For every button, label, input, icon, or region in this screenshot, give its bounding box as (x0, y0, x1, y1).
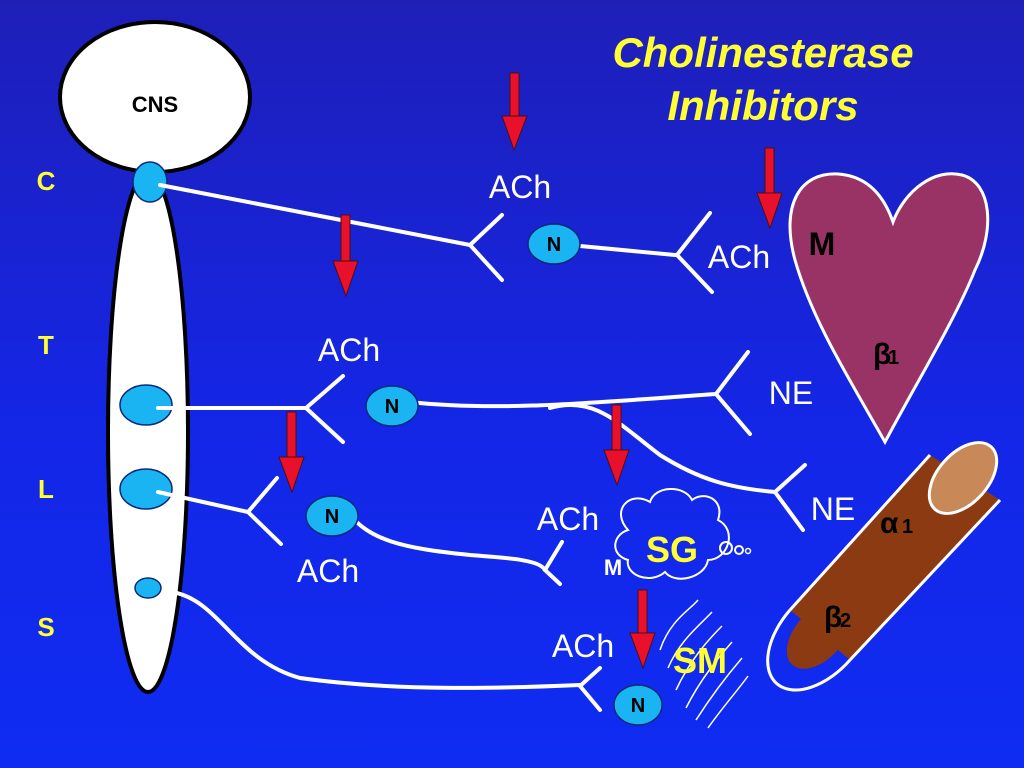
alpha1-symbol: α (880, 507, 899, 540)
ganglion-n-s: N (613, 684, 663, 726)
muscle-cylinder-outline (788, 453, 1002, 662)
ganglion-n-t-label: N (385, 396, 399, 418)
label-ach-t: ACh (318, 332, 380, 368)
label-ach-sg: ACh (537, 501, 599, 537)
beta2-symbol: β (824, 601, 842, 634)
terminal-fork-t2 (713, 350, 752, 436)
terminal-fork-c1 (467, 213, 504, 282)
ganglion-n-c-label: N (547, 234, 561, 256)
label-ach-heart: ACh (708, 239, 770, 275)
nerve-s-preganglionic (170, 590, 582, 690)
label-heart-m: M (809, 226, 836, 262)
label-alpha1: α 1 (880, 507, 913, 540)
beta2-subscript: 2 (840, 610, 851, 632)
nerve-t-postganglionic-ne2 (548, 402, 777, 494)
arrow-ach-sg (603, 404, 630, 487)
nerve-l-preganglionic (156, 490, 250, 514)
muscle-cylinder-top (927, 441, 999, 515)
arrow-ach-sm (629, 589, 656, 670)
smooth-muscle-fibers (659, 599, 749, 729)
ganglion-n-l: N (305, 495, 359, 537)
label-ne-1: NE (769, 375, 813, 411)
terminal-fork-l2 (542, 540, 564, 586)
alpha1-subscript: 1 (902, 516, 913, 538)
spinal-label-c: C (37, 166, 56, 196)
label-sm: SM (673, 640, 727, 681)
beta1-subscript: 1 (888, 347, 899, 369)
nerve-t-postganglionic-ne1 (408, 392, 718, 409)
label-beta2: β 2 (824, 601, 851, 634)
ganglion-n-c: N (527, 223, 581, 265)
label-sg-m: M (604, 555, 622, 580)
spinal-label-l: L (38, 474, 54, 504)
sweat-gland-cloud (614, 488, 752, 580)
terminal-fork-s (577, 666, 602, 712)
label-ach-l: ACh (297, 553, 359, 589)
arrow-ach-l (278, 411, 305, 494)
arrow-ach-heart (756, 147, 783, 230)
ganglion-n-l-label: N (325, 506, 339, 528)
nerve-c-preganglionic (158, 183, 472, 247)
label-beta1: β 1 (873, 338, 899, 371)
nerve-l-postganglionic (345, 510, 547, 572)
spinal-label-t: T (38, 330, 54, 360)
cns-label: CNS (132, 92, 178, 117)
muscle-cylinder-bottom (786, 601, 852, 669)
label-ach-sm: ACh (552, 628, 614, 664)
title-line-2: Inhibitors (667, 82, 858, 129)
spinal-nucleus-l (119, 468, 173, 510)
nerve-c-postganglionic (578, 244, 677, 257)
spinal-nucleus-t (119, 384, 173, 426)
spinal-nucleus-s (134, 577, 162, 599)
muscle-cylinder-curve (766, 609, 852, 692)
ganglion-n-s-label: N (631, 695, 645, 717)
spinal-label-s: S (37, 612, 54, 642)
ganglion-n-t: N (365, 385, 419, 427)
spinal-nucleus-c (132, 161, 168, 203)
terminal-fork-c2 (674, 211, 714, 294)
arrow-ach-t (332, 214, 359, 298)
title-line-1: Cholinesterase (612, 29, 913, 76)
beta1-symbol: β (873, 338, 891, 371)
label-sg: SG (646, 529, 698, 570)
terminal-fork-l1 (245, 476, 283, 546)
arrow-ach-top (501, 72, 528, 152)
spinal-cord (106, 170, 190, 694)
label-ne-2: NE (811, 491, 855, 527)
terminal-fork-t1 (302, 374, 345, 444)
label-ach-top: ACh (489, 169, 551, 205)
heart-shape (788, 172, 990, 446)
terminal-fork-t3 (772, 463, 807, 532)
